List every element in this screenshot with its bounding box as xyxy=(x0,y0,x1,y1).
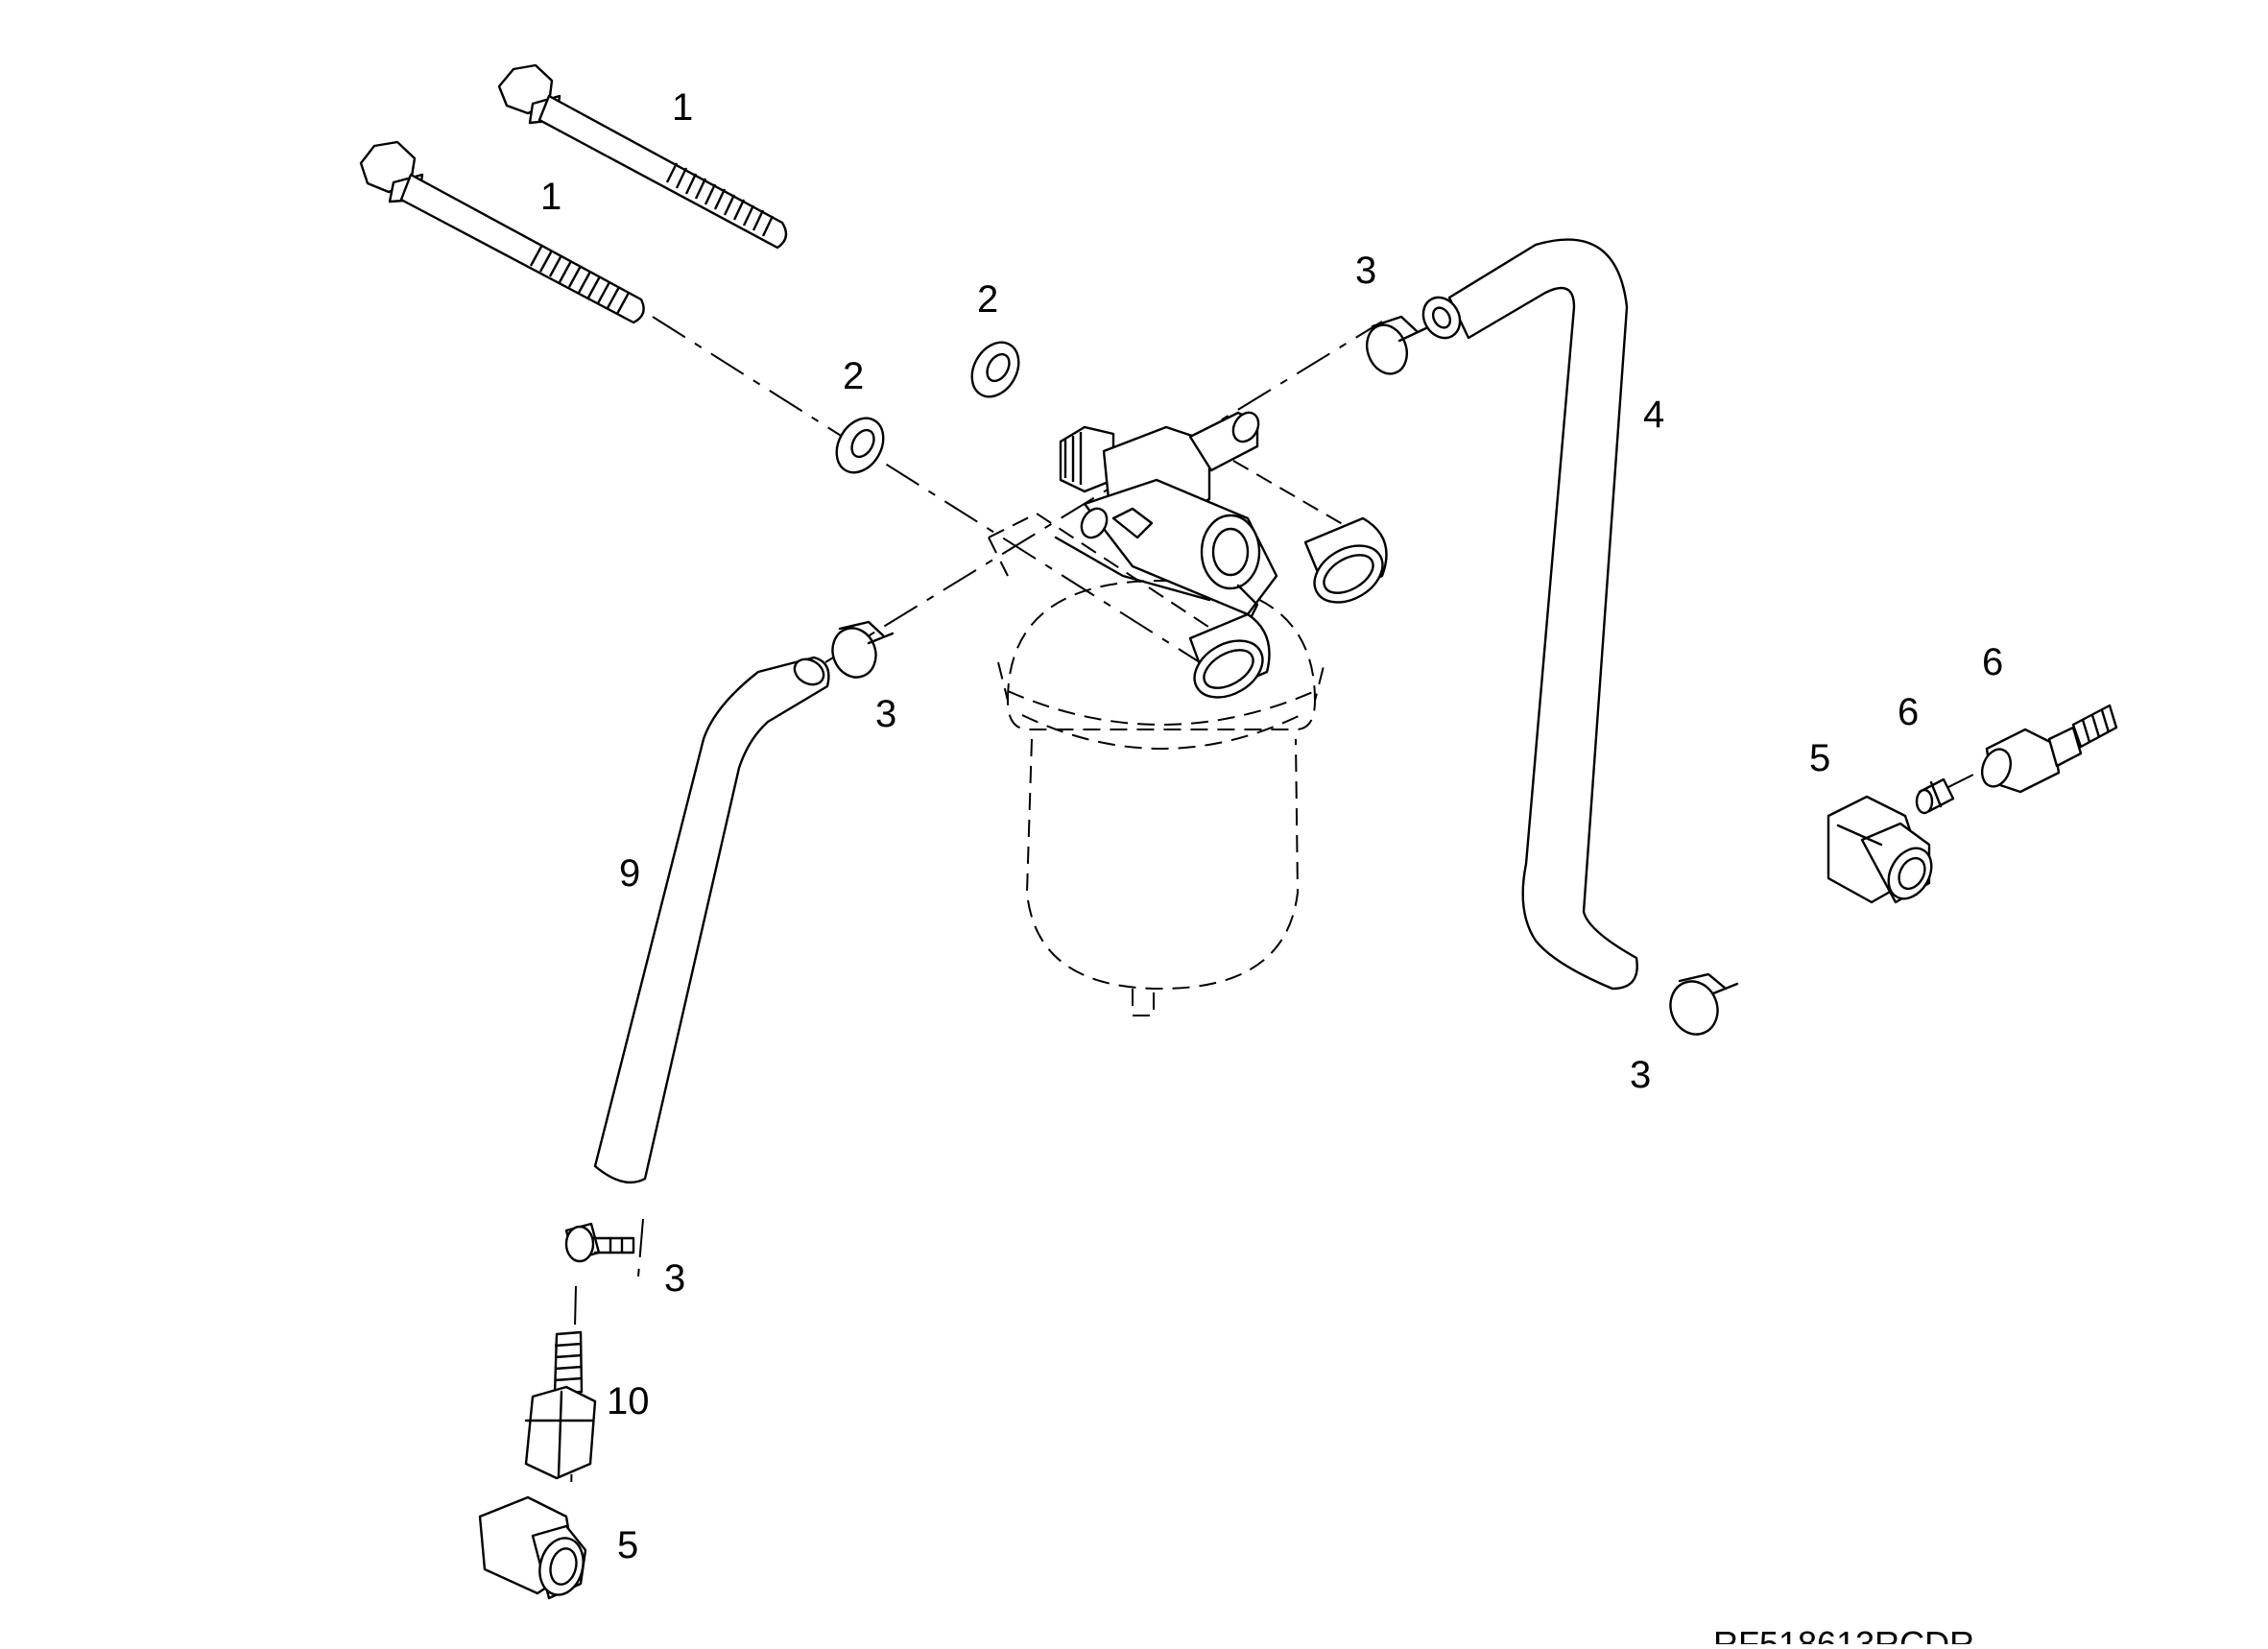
bolt-upper-thread xyxy=(665,162,775,237)
fuel-filter-assembly xyxy=(988,411,1388,1016)
callout-2-right: 2 xyxy=(977,278,998,321)
callout-4: 4 xyxy=(1643,394,1664,436)
callout-10: 10 xyxy=(607,1380,650,1422)
bolt-lower xyxy=(359,140,645,324)
filter-head xyxy=(1054,411,1278,626)
elbow-fitting-lower xyxy=(478,1495,587,1600)
callout-1-lower: 1 xyxy=(540,176,561,218)
barbed-fitting-lower xyxy=(524,1330,597,1480)
callout-9: 9 xyxy=(619,852,640,895)
callout-5-lower: 5 xyxy=(617,1524,638,1566)
o-ring-adapter-right xyxy=(1915,777,1955,815)
hose-clamp-bottom-right xyxy=(1669,972,1739,1036)
callout-2-left: 2 xyxy=(843,355,864,397)
callout-labels: 1 1 2 2 3 3 3 3 4 5 5 6 6 9 10 xyxy=(540,86,2003,1566)
assembly-center-lines xyxy=(570,316,1978,1494)
hose-return xyxy=(1421,238,1638,991)
callout-6-right: 6 xyxy=(1982,641,2003,683)
hose-clamp-top xyxy=(1366,315,1432,375)
barbed-fitting-right xyxy=(1980,704,2118,794)
hose-supply xyxy=(593,656,830,1183)
callout-1-upper: 1 xyxy=(672,86,693,129)
callout-3-bottom-right: 3 xyxy=(1630,1054,1651,1096)
filter-port-right xyxy=(1303,516,1388,604)
washer-left xyxy=(835,417,885,474)
hose-clamp-bottom-left xyxy=(564,1222,635,1263)
hose-clamp-left xyxy=(831,620,895,679)
bleed-screw-knurl xyxy=(1063,432,1083,485)
callout-5-right: 5 xyxy=(1809,737,1830,779)
washer-right xyxy=(970,341,1020,398)
drawing-reference-code: RF518613RCDR xyxy=(1713,1624,1974,1644)
callout-3-top: 3 xyxy=(1355,250,1376,292)
callout-6-left: 6 xyxy=(1898,691,1919,733)
bolt-upper xyxy=(497,63,788,250)
filter-bowl-hidden xyxy=(988,460,1383,1016)
callout-3-left: 3 xyxy=(875,693,896,735)
filter-port-front xyxy=(1188,612,1271,699)
bolt-lower-thread xyxy=(529,244,631,315)
callout-3-bottom-left: 3 xyxy=(664,1257,685,1300)
elbow-fitting-right xyxy=(1826,795,1933,904)
